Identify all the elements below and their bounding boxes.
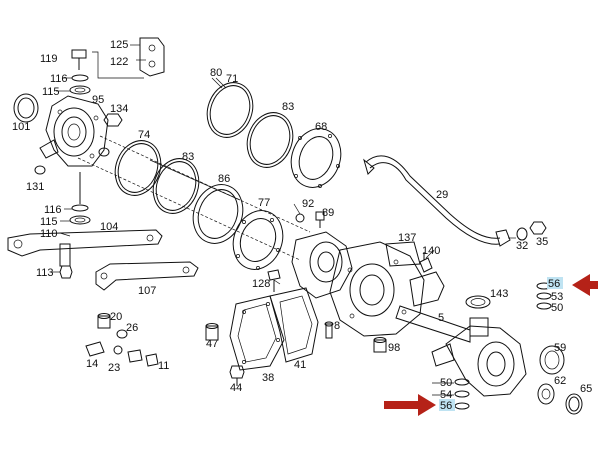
part-label: 11 [158, 360, 169, 372]
part-label: 115 [42, 86, 60, 98]
highlight-56-lower [439, 399, 455, 411]
arrow-icon [384, 394, 436, 416]
part-label: 83 [282, 101, 294, 113]
part-label: 86 [218, 173, 230, 185]
part-label: 65 [580, 383, 592, 395]
tie-rod-group [7, 172, 199, 291]
part-label: 115 [40, 216, 58, 228]
part-label: 71 [226, 73, 238, 85]
part-label: 74 [138, 129, 150, 141]
part-label: 113 [36, 267, 54, 279]
part-label: 128 [252, 278, 270, 290]
part-label: 5 [438, 312, 444, 324]
part-label: 92 [302, 198, 314, 210]
part-label: 140 [422, 245, 440, 257]
part-label: 35 [536, 236, 548, 248]
part-label: 44 [230, 382, 242, 394]
part-label: 56 [440, 400, 452, 412]
part-label: 98 [388, 342, 400, 354]
part-label: 62 [554, 375, 566, 387]
part-label: 38 [262, 372, 274, 384]
part-label: 107 [138, 285, 156, 297]
part-label: 143 [490, 288, 508, 300]
part-label: 77 [258, 197, 270, 209]
part-label: 53 [551, 291, 563, 303]
part-label: 47 [206, 338, 218, 350]
part-label: 8 [334, 320, 340, 332]
part-label: 68 [315, 121, 327, 133]
part-label: 137 [398, 232, 416, 244]
part-label: 101 [12, 121, 30, 133]
part-label: 32 [516, 240, 528, 252]
part-label: 119 [40, 53, 58, 65]
gaskets-and-rings [114, 77, 342, 270]
part-label: 95 [92, 94, 104, 106]
part-label: 29 [436, 189, 448, 201]
brace-rod [363, 155, 547, 247]
part-label: 50 [551, 302, 563, 314]
part-label: 116 [44, 204, 62, 216]
part-label: 59 [554, 342, 566, 354]
differential-housing [267, 211, 471, 343]
part-label: 89 [322, 207, 334, 219]
steering-knuckle-group [13, 37, 165, 175]
leader-lines [52, 77, 454, 396]
arrow-icon [572, 274, 598, 296]
part-label: 134 [110, 103, 128, 115]
part-label: 26 [126, 322, 138, 334]
part-number-labels: 125 119 122 116 115 95 101 134 80 71 83 … [12, 39, 592, 412]
part-label: 122 [110, 56, 128, 68]
part-label: 41 [294, 359, 306, 371]
housing-cover [205, 287, 387, 386]
right-knuckle-group [431, 282, 583, 415]
part-label: 14 [86, 358, 98, 370]
fittings-group [85, 313, 159, 367]
part-label: 80 [210, 67, 222, 79]
part-label: 131 [26, 181, 44, 193]
part-label: 110 [40, 228, 58, 240]
part-label: 56 [548, 278, 560, 290]
part-label: 23 [108, 362, 120, 374]
part-label: 83 [182, 151, 194, 163]
part-label: 125 [110, 39, 128, 51]
highlight-56-upper [547, 277, 563, 289]
part-label: 116 [50, 73, 68, 85]
part-label: 20 [110, 311, 122, 323]
part-label: 104 [100, 221, 118, 233]
